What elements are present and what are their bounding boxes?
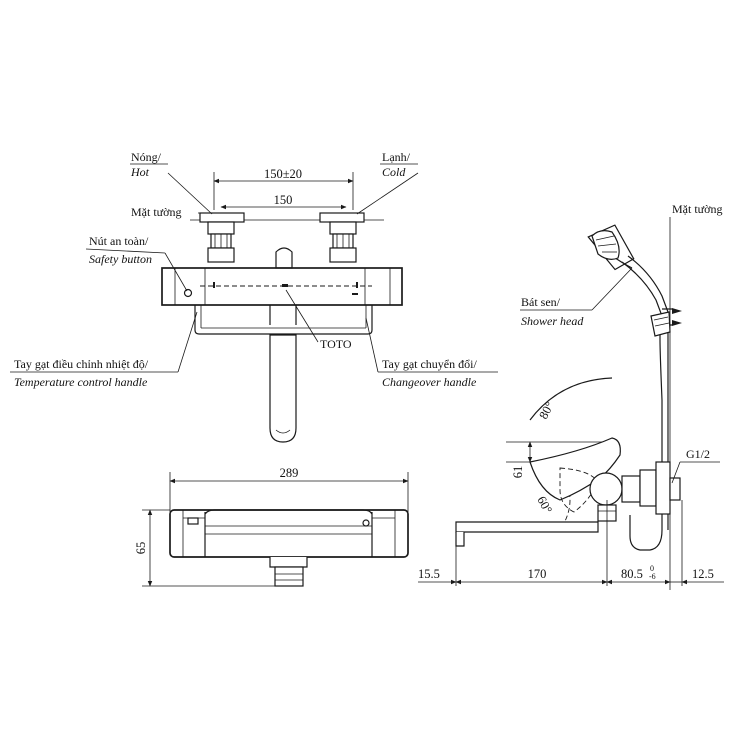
top-fitting bbox=[275, 247, 293, 269]
mixer-body bbox=[161, 267, 403, 306]
label-temperature-vi: Tay gạt điều chỉnh nhiệt độ/ bbox=[14, 357, 149, 371]
label-changeover-vi: Tay gạt chuyển đổi/ bbox=[382, 357, 477, 371]
dim-projection-lower: -6 bbox=[649, 572, 656, 581]
dim-height: 65 bbox=[134, 542, 148, 555]
front-spout-neck bbox=[269, 557, 308, 568]
dim-side-height: 61 bbox=[511, 466, 525, 479]
leader-hot bbox=[167, 172, 213, 215]
toto-mark bbox=[282, 284, 288, 287]
hose-connector bbox=[650, 311, 671, 337]
side-connector bbox=[621, 475, 641, 503]
side-wall-plate bbox=[655, 461, 671, 515]
label-hot-vi: Nóng/ bbox=[131, 150, 162, 164]
label-safety-vi: Nút an toàn/ bbox=[89, 234, 149, 248]
side-wall-flange bbox=[639, 469, 657, 507]
leader-thread bbox=[671, 461, 681, 484]
label-cold-en: Cold bbox=[382, 165, 406, 179]
right-connector bbox=[329, 247, 357, 263]
left-wall-flange bbox=[199, 212, 245, 223]
safety-button-marker bbox=[183, 288, 193, 298]
front-outlet bbox=[274, 566, 304, 587]
shower-hose bbox=[629, 325, 663, 551]
leader-cold bbox=[356, 172, 419, 215]
label-thread: G1/2 bbox=[686, 447, 710, 461]
leader-temperature bbox=[177, 311, 198, 373]
side-thread bbox=[669, 477, 681, 501]
side-spout-tip bbox=[455, 532, 465, 547]
dim-top-inner: 150 bbox=[274, 193, 293, 207]
dim-width: 289 bbox=[280, 466, 299, 480]
front-view: 289 65 bbox=[134, 466, 409, 587]
angle-up: 80° bbox=[536, 399, 557, 421]
arc-80 bbox=[529, 377, 613, 421]
dim-projection: 80.5 bbox=[621, 567, 643, 581]
label-wall-left: Mặt tường bbox=[131, 205, 182, 219]
label-temperature-en: Temperature control handle bbox=[14, 375, 148, 389]
shower-head bbox=[587, 224, 669, 317]
leader-changeover bbox=[365, 317, 379, 373]
right-elbow bbox=[329, 221, 357, 235]
side-body-circle bbox=[589, 472, 623, 506]
label-safety-en: Safety button bbox=[89, 252, 152, 266]
label-brand: TOTO bbox=[320, 337, 352, 351]
dim-projection-upper: 0 bbox=[650, 564, 654, 573]
dim-left-offset: 15.5 bbox=[418, 567, 440, 581]
top-view: 150±20 150 bbox=[10, 150, 498, 443]
label-wall-right: Mặt tường bbox=[672, 202, 723, 216]
side-spout bbox=[455, 521, 599, 533]
side-view: Mặt tường Bát sen/ Shower head bbox=[418, 202, 724, 590]
right-wall-flange bbox=[319, 212, 365, 223]
dim-top-outer: 150±20 bbox=[264, 167, 302, 181]
label-shower-en: Shower head bbox=[521, 314, 584, 328]
label-shower-vi: Bát sen/ bbox=[521, 295, 561, 309]
changeover-handle-frame bbox=[194, 305, 373, 335]
angle-down: 60° bbox=[534, 494, 555, 516]
leader-toto bbox=[285, 289, 319, 343]
leader-safety bbox=[164, 252, 188, 292]
side-handle bbox=[529, 437, 621, 501]
label-changeover-en: Changeover handle bbox=[382, 375, 477, 389]
dim-spout: 170 bbox=[528, 567, 547, 581]
spout-top-view bbox=[269, 334, 297, 443]
left-connector bbox=[207, 247, 235, 263]
front-safety-button bbox=[362, 519, 370, 527]
left-elbow bbox=[207, 221, 235, 235]
dim-wall-gap: 12.5 bbox=[692, 567, 714, 581]
leader-shower-head bbox=[591, 267, 633, 311]
label-cold-vi: Lạnh/ bbox=[382, 150, 411, 164]
label-hot-en: Hot bbox=[130, 165, 150, 179]
